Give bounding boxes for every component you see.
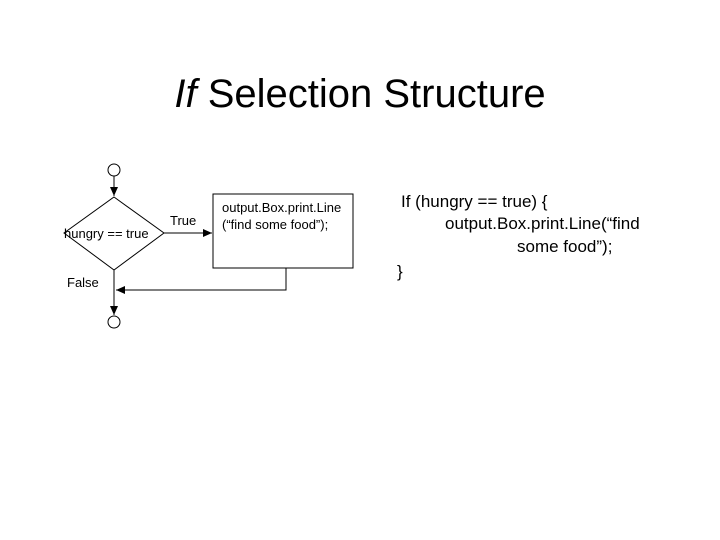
condition-label: hungry == true bbox=[64, 226, 149, 241]
end-node bbox=[107, 315, 121, 329]
action-line-2: (“find some food”); bbox=[222, 217, 328, 232]
slide-title: If Selection Structure bbox=[0, 70, 720, 118]
code-line-4: } bbox=[397, 262, 403, 281]
code-line-3: some food”); bbox=[517, 237, 613, 256]
code-line-1: If (hungry == true) { bbox=[401, 192, 548, 211]
true-label: True bbox=[170, 213, 196, 228]
title-rest: Selection Structure bbox=[207, 72, 546, 116]
title-keyword: If bbox=[174, 72, 197, 116]
action-line-1: output.Box.print.Line bbox=[222, 200, 341, 215]
action-return-line bbox=[116, 268, 287, 294]
false-label: False bbox=[67, 275, 99, 290]
code-line-2: output.Box.print.Line(“find bbox=[445, 214, 640, 233]
action-box bbox=[212, 193, 354, 269]
start-node bbox=[107, 163, 121, 177]
